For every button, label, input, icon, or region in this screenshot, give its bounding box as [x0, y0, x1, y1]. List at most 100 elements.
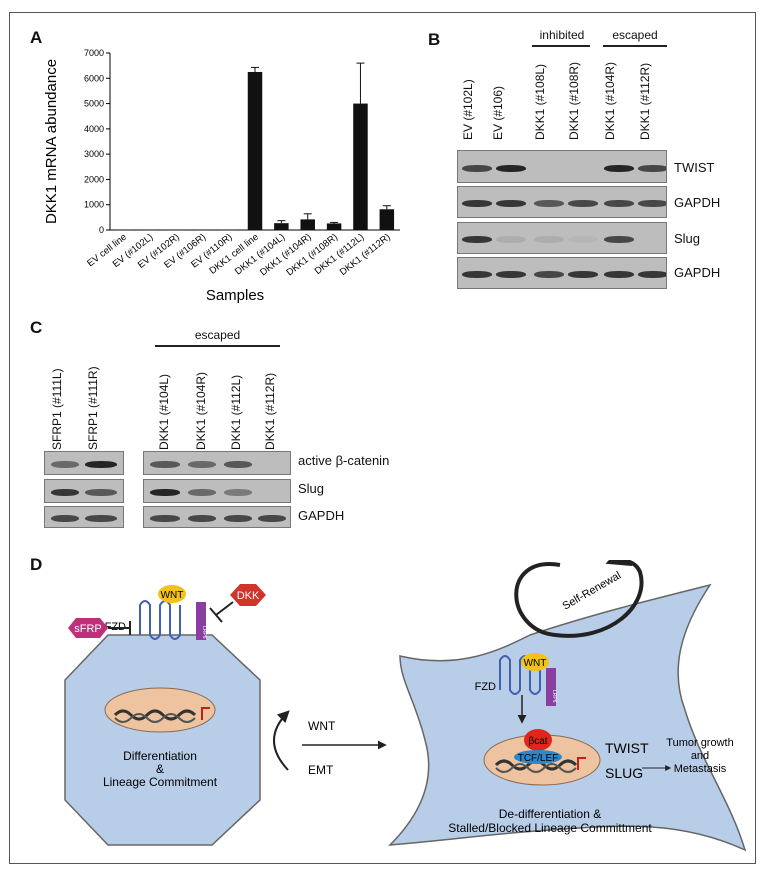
right-caption-1: De-differentiation & [499, 807, 602, 821]
x-axis-label: Samples [206, 287, 264, 304]
blot-band [85, 515, 117, 522]
lane-label-c-1: SFRP1 (#111L) [50, 368, 64, 450]
blot-band [496, 271, 526, 278]
row-label-gapdh-1: GAPDH [674, 195, 721, 210]
blot-band [496, 164, 526, 172]
row-label-gapdh-2: GAPDH [674, 265, 721, 280]
blot-band [224, 515, 252, 522]
blot-band [568, 236, 598, 243]
lane-label-b-6: DKK1 (#112R) [638, 62, 652, 140]
bar [379, 209, 395, 230]
fzd-label-right: FZD [475, 681, 496, 693]
lane-label-b-4: DKK1 (#108R) [567, 61, 581, 140]
y-tick-label: 6000 [84, 73, 104, 83]
blot-slug-b [457, 222, 667, 254]
bar [274, 223, 289, 230]
blot-band [462, 200, 492, 207]
left-caption-1: Differentiation [123, 749, 197, 763]
lane-label-c-2: SFRP1 (#111R) [86, 366, 100, 450]
svg-text:βcat: βcat [528, 736, 547, 747]
panel-label-b: B [428, 30, 441, 49]
row-label-gapdh-c: GAPDH [298, 508, 345, 523]
blot-c-slug-left [44, 479, 124, 503]
blot-band [188, 489, 216, 496]
lane-label-c-4: DKK1 (#104R) [194, 371, 208, 450]
tcf-lef [514, 750, 562, 764]
blot-c-gapdh-right [143, 506, 291, 528]
blot-band [534, 200, 564, 207]
row-label-slug-c: Slug [298, 481, 325, 496]
wnt-ligand-right [521, 653, 549, 671]
svg-text:EMT: EMT [308, 763, 334, 777]
bar [115, 229, 131, 231]
blot-band [604, 271, 634, 278]
self-renewal-arrow [514, 560, 644, 638]
lane-label-b-1: EV (#102L) [461, 79, 475, 140]
blot-band [188, 461, 216, 468]
lane-label-c-5: DKK1 (#112L) [229, 374, 243, 450]
svg-text:DKK: DKK [237, 590, 260, 602]
blot-band [496, 236, 526, 243]
group-line-escaped-b [603, 45, 667, 47]
slug-label: SLUG [605, 765, 643, 781]
blot-twist [457, 150, 667, 183]
y-tick-label: 2000 [84, 174, 104, 184]
lrp6-right [546, 668, 556, 706]
bar [300, 219, 315, 230]
group-label-escaped-c: escaped [194, 328, 241, 342]
svg-text:LRP6: LRP6 [551, 690, 557, 703]
blot-band [638, 200, 666, 207]
y-axis-label: DKK1 mRNA abundance [43, 59, 60, 224]
blot-band [568, 200, 598, 207]
svg-text:sFRP: sFRP [74, 623, 102, 635]
y-tick-label: 1000 [84, 200, 104, 210]
svg-text:WNT: WNT [161, 590, 184, 601]
svg-text:and: and [691, 750, 709, 762]
left-caption-3: Lineage Commitment [103, 775, 218, 789]
fzd-receptor-right [499, 655, 541, 695]
blot-band [224, 489, 252, 496]
panel-label-c: C [30, 318, 43, 337]
blot-c-active-bcat-right [143, 451, 291, 475]
blot-band [51, 461, 79, 468]
blot-band [462, 164, 492, 172]
row-label-slug-b: Slug [674, 231, 701, 246]
row-label-active-beta-catenin: active β-catenin [298, 453, 390, 468]
blot-c-active-bcat-left [44, 451, 124, 475]
blot-c-slug-right [143, 479, 291, 503]
blot-band [51, 489, 79, 496]
blot-band [51, 515, 79, 522]
lane-label-b-2: EV (#106) [491, 85, 505, 140]
blot-band [534, 271, 564, 278]
y-tick-label: 0 [99, 225, 104, 235]
left-caption-2: & [156, 762, 164, 776]
right-caption-2: Stalled/Blocked Lineage Committment [448, 821, 652, 835]
blot-band [224, 461, 252, 468]
blot-band [150, 515, 180, 522]
row-label-twist: TWIST [674, 160, 715, 175]
differentiated-cell [64, 634, 261, 846]
blot-band [568, 271, 598, 278]
group-label-inhibited: inhibited [539, 28, 585, 42]
twist-label: TWIST [605, 740, 649, 756]
svg-text:Metastasis: Metastasis [674, 763, 727, 775]
blot-band [150, 489, 180, 496]
beta-catenin [524, 729, 552, 751]
blot-gapdh-2 [457, 257, 667, 289]
svg-text:Tumor growth: Tumor growth [666, 737, 733, 749]
y-tick-label: 5000 [84, 99, 104, 109]
blot-band [85, 489, 117, 496]
blot-gapdh-1 [457, 186, 667, 218]
lane-label-b-3: DKK1 (#108L) [533, 63, 547, 140]
svg-text:Self-Renewal: Self-Renewal [561, 569, 624, 612]
blot-band [604, 200, 634, 207]
blot-band [604, 236, 634, 243]
bar [326, 223, 342, 230]
blot-band [604, 164, 634, 172]
bar [353, 103, 368, 230]
blot-band [188, 515, 216, 522]
fzd-receptor-left [139, 600, 181, 640]
lane-label-c-6: DKK1 (#112R) [263, 372, 277, 450]
sfrp-inhibitor [68, 618, 108, 638]
blot-band [496, 200, 526, 207]
